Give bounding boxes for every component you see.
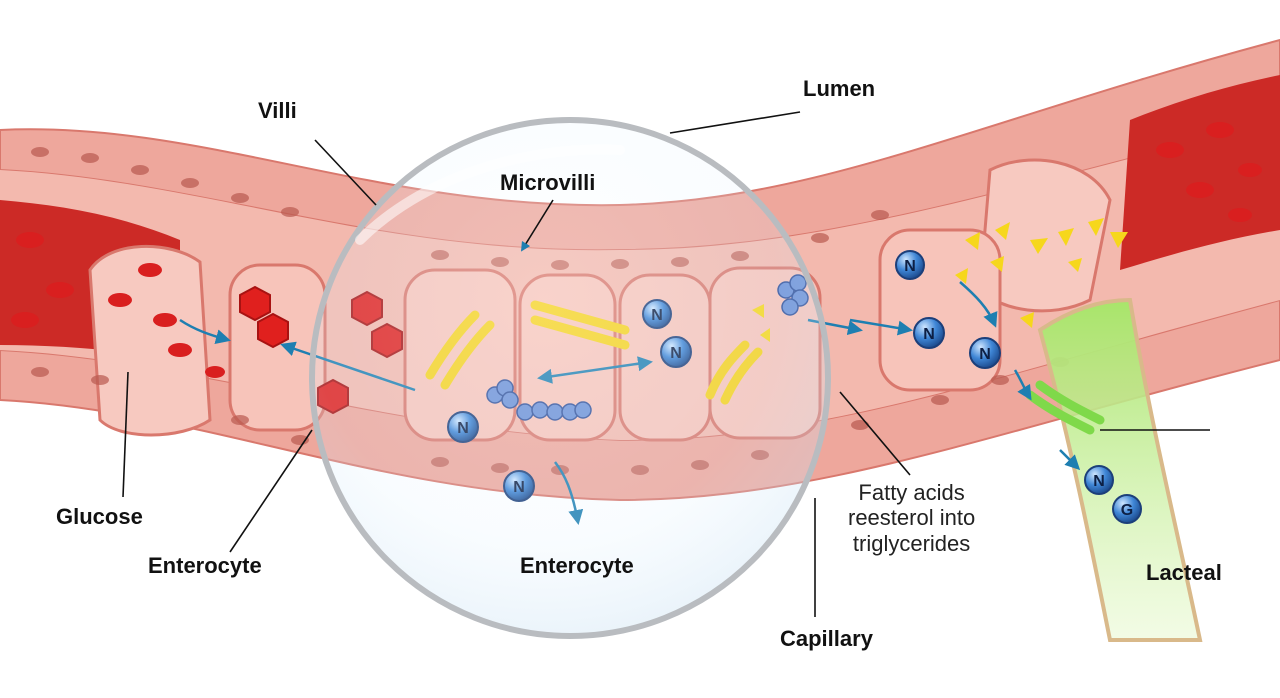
label-lacteal: Lacteal <box>1146 560 1222 585</box>
label-capillary: Capillary <box>780 626 873 651</box>
lacteal-vessel <box>1037 297 1203 642</box>
label-glucose: Glucose <box>56 504 143 529</box>
label-lumen: Lumen <box>803 76 876 101</box>
leader-lines <box>122 111 1210 617</box>
magnifier-lens <box>309 117 831 639</box>
lens-highlight <box>355 144 625 245</box>
molecule-letter-g: G <box>1121 502 1133 519</box>
label-enterocyte-center: Enterocyte <box>520 553 634 578</box>
molecule-letter-n: N <box>1093 473 1105 490</box>
label-fatty-line2: reesterol into <box>848 505 976 531</box>
red-blood-cells <box>11 122 1262 378</box>
label-villi: Villi <box>258 98 297 123</box>
molecule-letter-n: N <box>904 258 916 275</box>
molecule-letter-n: N <box>923 326 935 343</box>
label-fatty-line3: triglycerides <box>852 530 971 556</box>
label-microvilli: Microvilli <box>500 170 596 195</box>
label-fatty-line1: Fatty acids <box>858 480 965 505</box>
molecule-letter-n: N <box>979 346 991 363</box>
label-enterocyte-left: Enterocyte <box>148 553 262 578</box>
label-fatty-acids: Fatty acids reesterol into triglycerides <box>848 480 975 556</box>
